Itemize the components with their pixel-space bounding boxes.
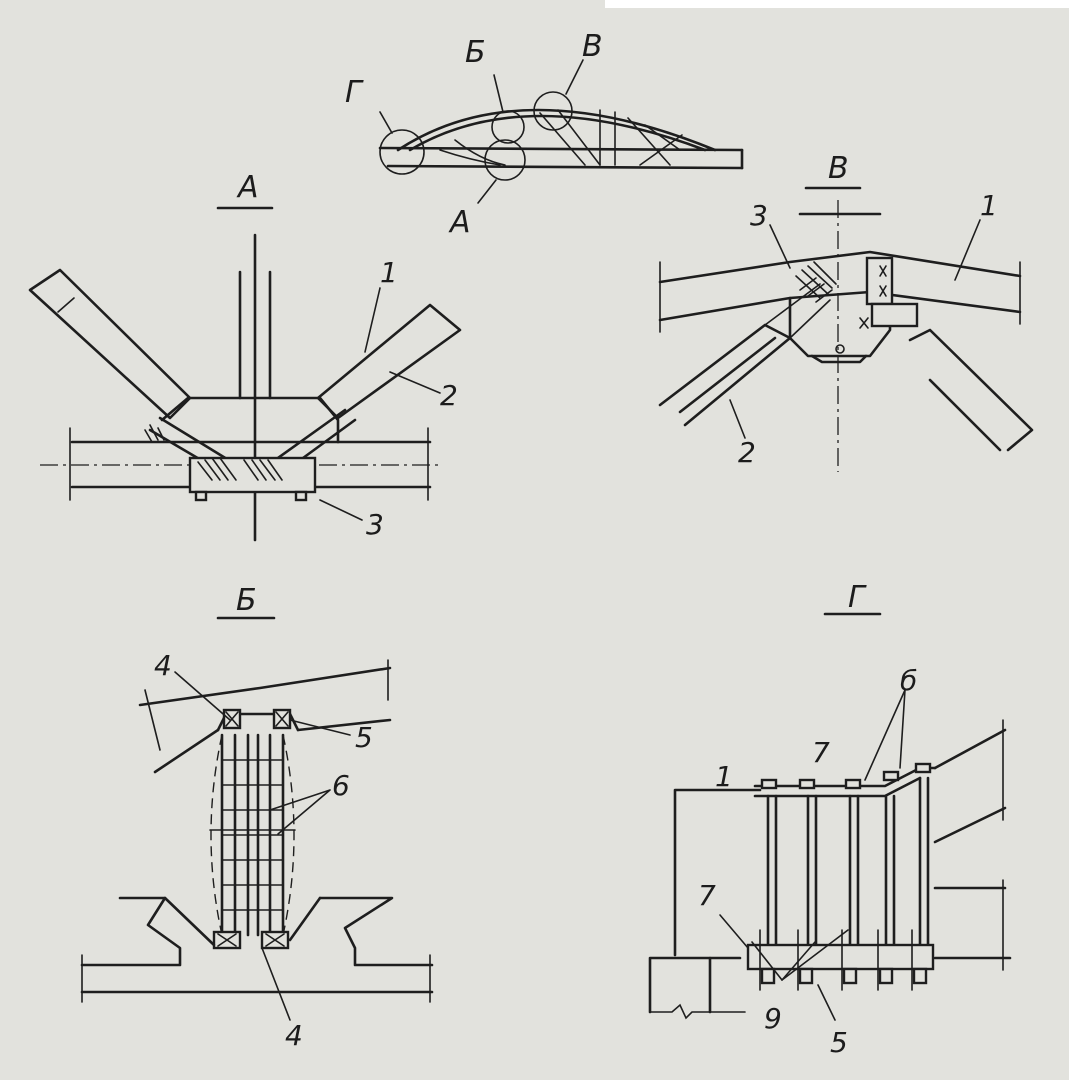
detail-v-callout-3: 3 <box>750 199 768 232</box>
detail-a-title: А <box>236 170 259 205</box>
detail-b: Б <box>80 583 434 1052</box>
detail-a-callout-1: 1 <box>380 256 398 289</box>
detail-v-callout-2: 2 <box>738 436 756 469</box>
detail-v-callout-1: 1 <box>980 189 998 222</box>
detail-g-callout-1: 1 <box>715 760 733 793</box>
detail-a-callout-2: 2 <box>440 379 458 412</box>
overview-label-b: Б <box>465 35 486 70</box>
detail-g-callout-7-top: 7 <box>812 736 830 769</box>
overview-label-a: А <box>448 205 471 240</box>
overview-label-v: В <box>582 29 603 64</box>
detail-b-callout-4-top: 4 <box>154 649 172 682</box>
detail-g-callout-9: 9 <box>764 1002 782 1035</box>
detail-g-callout-5: 5 <box>830 1026 848 1059</box>
detail-v: В 3 1 2 <box>658 151 1034 472</box>
detail-b-callout-4-bottom: 4 <box>285 1019 303 1052</box>
truss-overview: Г Б В А <box>345 29 744 240</box>
detail-a: А 1 2 3 <box>28 170 462 542</box>
detail-v-title: В <box>828 151 849 186</box>
detail-b-callout-5: 5 <box>355 721 373 754</box>
callout-circle-g <box>379 129 425 175</box>
detail-a-callout-3: 3 <box>366 508 384 541</box>
detail-b-title: Б <box>236 583 257 618</box>
detail-g-callout-7-left: 7 <box>698 879 716 912</box>
detail-g-callout-b: б <box>900 664 917 697</box>
callout-circle-a <box>484 139 526 181</box>
callout-circle-v <box>533 91 573 131</box>
detail-g: Г <box>648 580 1012 1059</box>
overview-label-g: Г <box>345 75 364 110</box>
detail-g-title: Г <box>848 580 867 615</box>
detail-b-callout-6: 6 <box>332 769 350 802</box>
callout-circle-b <box>491 110 525 144</box>
